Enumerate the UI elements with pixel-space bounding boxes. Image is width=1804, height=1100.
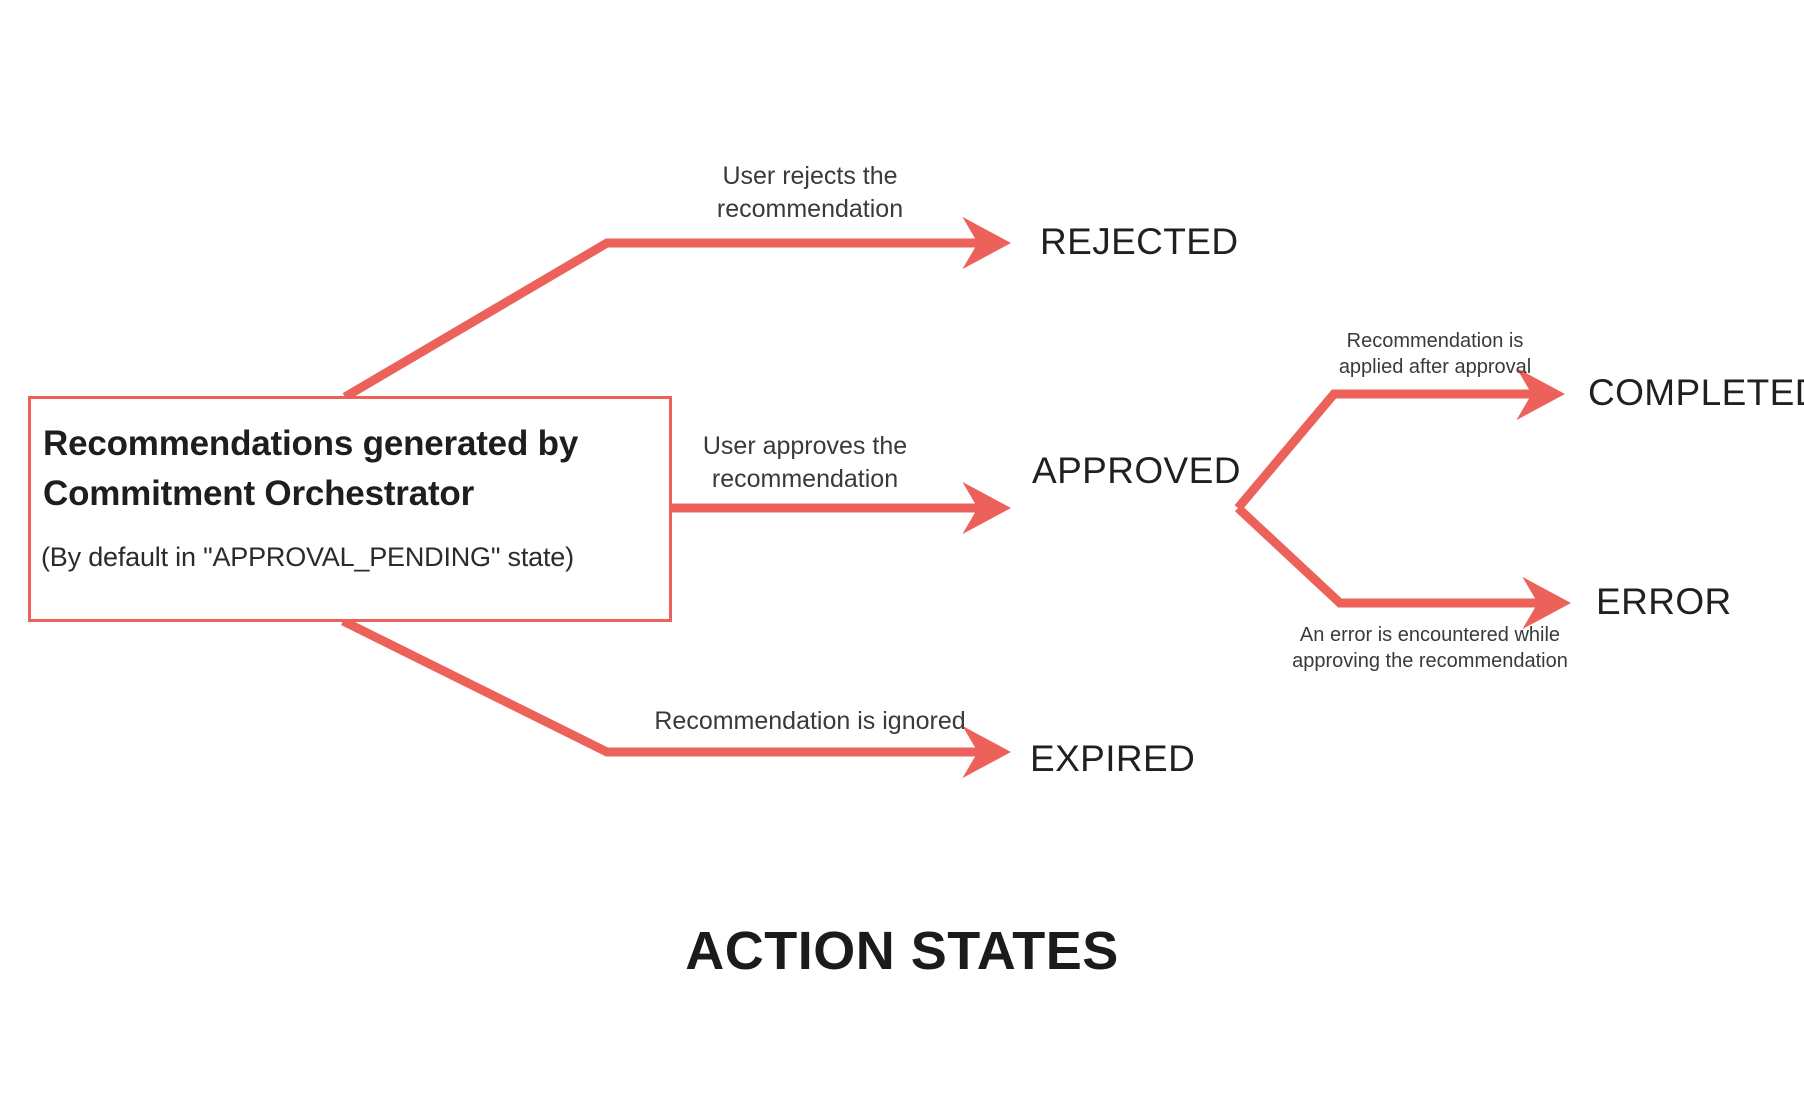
state-node-approved: APPROVED (1032, 450, 1241, 491)
edge-label-approve: User approves the recommendation (702, 432, 908, 493)
edge-label-expire: Recommendation is ignored (654, 707, 966, 735)
edge-label-error: An error is encountered while approving … (1292, 624, 1568, 673)
diagram-title: ACTION STATES (685, 921, 1119, 981)
edge-label-reject: User rejects the recommendation (716, 162, 904, 223)
source-node-title: Recommendations generated by Commitment … (43, 424, 579, 513)
state-node-completed: COMPLETED (1588, 372, 1804, 413)
connector-completed (1234, 367, 1566, 511)
connector-rejected (342, 216, 1012, 401)
edge-label-complete: Recommendation is applied after approval (1338, 330, 1532, 379)
source-node: Recommendations generated by Commitment … (28, 396, 672, 622)
state-node-rejected: REJECTED (1040, 221, 1239, 262)
state-node-error: ERROR (1596, 581, 1732, 622)
state-node-expired: EXPIRED (1030, 738, 1196, 779)
source-node-subtitle: (By default in "APPROVAL_PENDING" state) (41, 542, 574, 572)
connector-error (1234, 504, 1572, 630)
connector-expired (340, 616, 1012, 779)
